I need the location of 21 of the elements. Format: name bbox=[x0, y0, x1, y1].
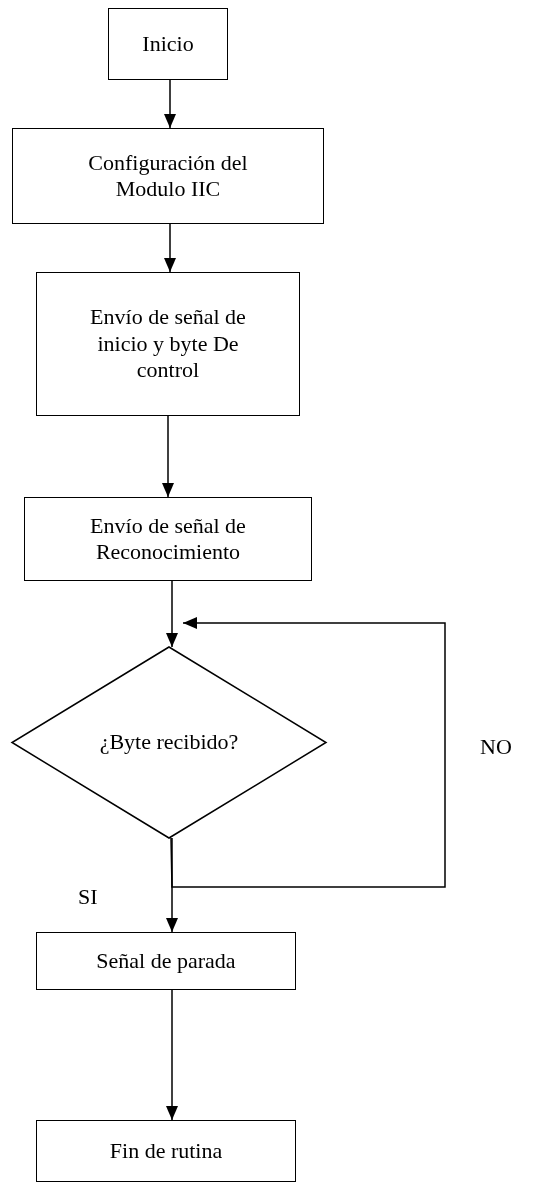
arrow bbox=[166, 580, 178, 648]
arrow bbox=[162, 415, 174, 498]
arrow bbox=[164, 223, 176, 273]
process-box bbox=[36, 1120, 296, 1182]
process-box bbox=[12, 128, 324, 224]
arrow bbox=[164, 79, 176, 129]
process-box bbox=[36, 932, 296, 990]
step-label: Configuración del Modulo IIC bbox=[87, 149, 249, 203]
arrow bbox=[166, 837, 178, 933]
decision-diamond bbox=[12, 647, 326, 838]
arrow bbox=[170, 617, 446, 888]
arrow bbox=[166, 989, 178, 1121]
step-label: Envío de señal de Reconocimiento bbox=[89, 512, 247, 566]
step-label: Señal de parada bbox=[96, 947, 236, 975]
step-label: Inicio bbox=[142, 30, 194, 58]
process-box bbox=[36, 272, 300, 416]
step-label: Envío de señal de inicio y byte De control bbox=[89, 304, 247, 384]
process-box bbox=[108, 8, 228, 80]
decision-label: ¿Byte recibido? bbox=[99, 729, 239, 756]
step-label: Fin de rutina bbox=[109, 1137, 223, 1165]
process-box bbox=[24, 497, 312, 581]
